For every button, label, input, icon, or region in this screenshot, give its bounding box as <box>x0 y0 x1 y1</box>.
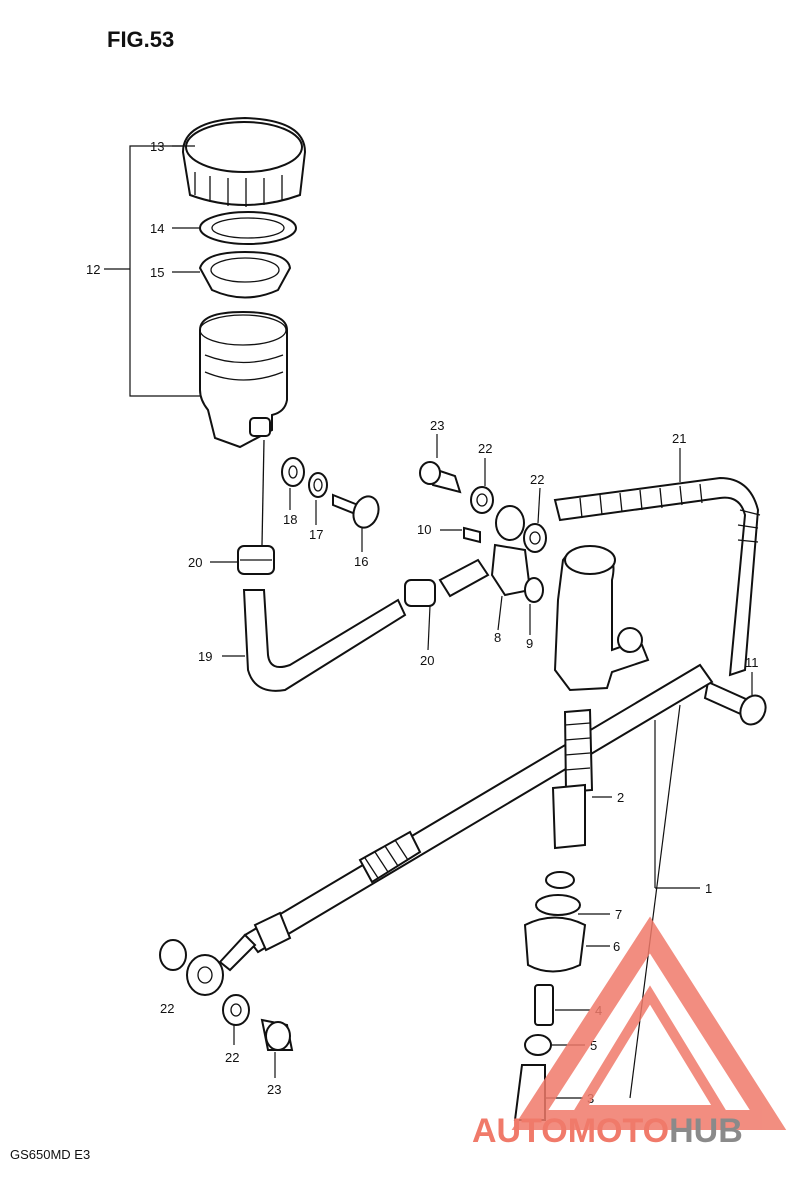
bolt-11[interactable] <box>703 680 770 729</box>
piston-6[interactable] <box>523 916 587 973</box>
reservoir-body[interactable] <box>199 310 288 449</box>
label-20-lower: 20 <box>420 653 434 668</box>
leader-lines <box>172 145 753 1099</box>
label-20-upper: 20 <box>188 555 202 570</box>
washer-18[interactable] <box>281 457 305 487</box>
union-bolt-lower[interactable] <box>260 1018 294 1051</box>
o-ring-17[interactable] <box>308 472 328 498</box>
label-5: 5 <box>590 1038 597 1053</box>
brake-hose-21[interactable] <box>553 476 761 677</box>
watermark-logo <box>511 916 787 1130</box>
hose-clamp-lower[interactable] <box>404 579 436 607</box>
label-22-lower: 22 <box>225 1050 239 1065</box>
rod-4[interactable] <box>534 984 554 1026</box>
label-22-upper: 22 <box>478 441 492 456</box>
piston-seal-7[interactable] <box>535 871 581 916</box>
connector-8[interactable] <box>490 505 532 597</box>
label-15: 15 <box>150 265 164 280</box>
label-9: 9 <box>526 636 533 651</box>
label-19: 19 <box>198 649 212 664</box>
label-6: 6 <box>613 939 620 954</box>
watermark-word-auto: AUTOMOTOHUB <box>472 1112 743 1150</box>
label-21: 21 <box>672 431 686 446</box>
gasket-lower[interactable] <box>222 994 250 1026</box>
label-23-lower: 23 <box>267 1082 281 1097</box>
bolt-16[interactable] <box>332 493 383 531</box>
label-18: 18 <box>283 512 297 527</box>
label-13: 13 <box>150 139 164 154</box>
reservoir-cap[interactable] <box>181 116 307 207</box>
banjo-washer-upper[interactable] <box>159 939 187 971</box>
diaphragm[interactable] <box>198 250 292 299</box>
label-17: 17 <box>309 527 323 542</box>
watermark-moto: MOTO <box>568 1112 669 1150</box>
hose-fitting[interactable] <box>438 558 490 598</box>
label-1: 1 <box>705 881 712 896</box>
label-11: 11 <box>745 655 759 670</box>
watermark-hub: HUB <box>669 1112 743 1150</box>
label-10: 10 <box>417 522 431 537</box>
reservoir-group-bracket <box>104 145 205 397</box>
part-labels: 13 14 15 12 18 17 16 20 19 20 23 22 22 1… <box>86 139 759 1106</box>
watermark-auto: AUTO <box>472 1112 568 1150</box>
label-2: 2 <box>617 790 624 805</box>
master-cylinder-body[interactable] <box>553 545 650 692</box>
label-14: 14 <box>150 221 164 236</box>
label-12: 12 <box>86 262 100 277</box>
gasket-right[interactable] <box>523 523 547 553</box>
label-8: 8 <box>494 630 501 645</box>
banjo-fitting[interactable] <box>186 933 257 996</box>
label-16: 16 <box>354 554 368 569</box>
diaphragm-plate[interactable] <box>199 211 297 245</box>
label-23-upper: 23 <box>430 418 444 433</box>
label-22-lower-left: 22 <box>160 1001 174 1016</box>
o-ring-9[interactable] <box>524 577 544 603</box>
boot-2[interactable] <box>551 708 594 850</box>
hose-clamp-upper[interactable] <box>237 545 275 575</box>
gasket-upper[interactable] <box>470 486 494 514</box>
figure-title: FIG.53 <box>107 27 174 52</box>
rod-assembly[interactable] <box>243 663 714 954</box>
model-code: GS650MD E3 <box>10 1147 90 1162</box>
nut-5[interactable] <box>524 1034 552 1056</box>
reservoir-hose[interactable] <box>242 439 407 692</box>
label-7: 7 <box>615 907 622 922</box>
bolt-10[interactable] <box>463 526 481 544</box>
label-22-right: 22 <box>530 472 544 487</box>
union-bolt-upper[interactable] <box>419 461 462 494</box>
